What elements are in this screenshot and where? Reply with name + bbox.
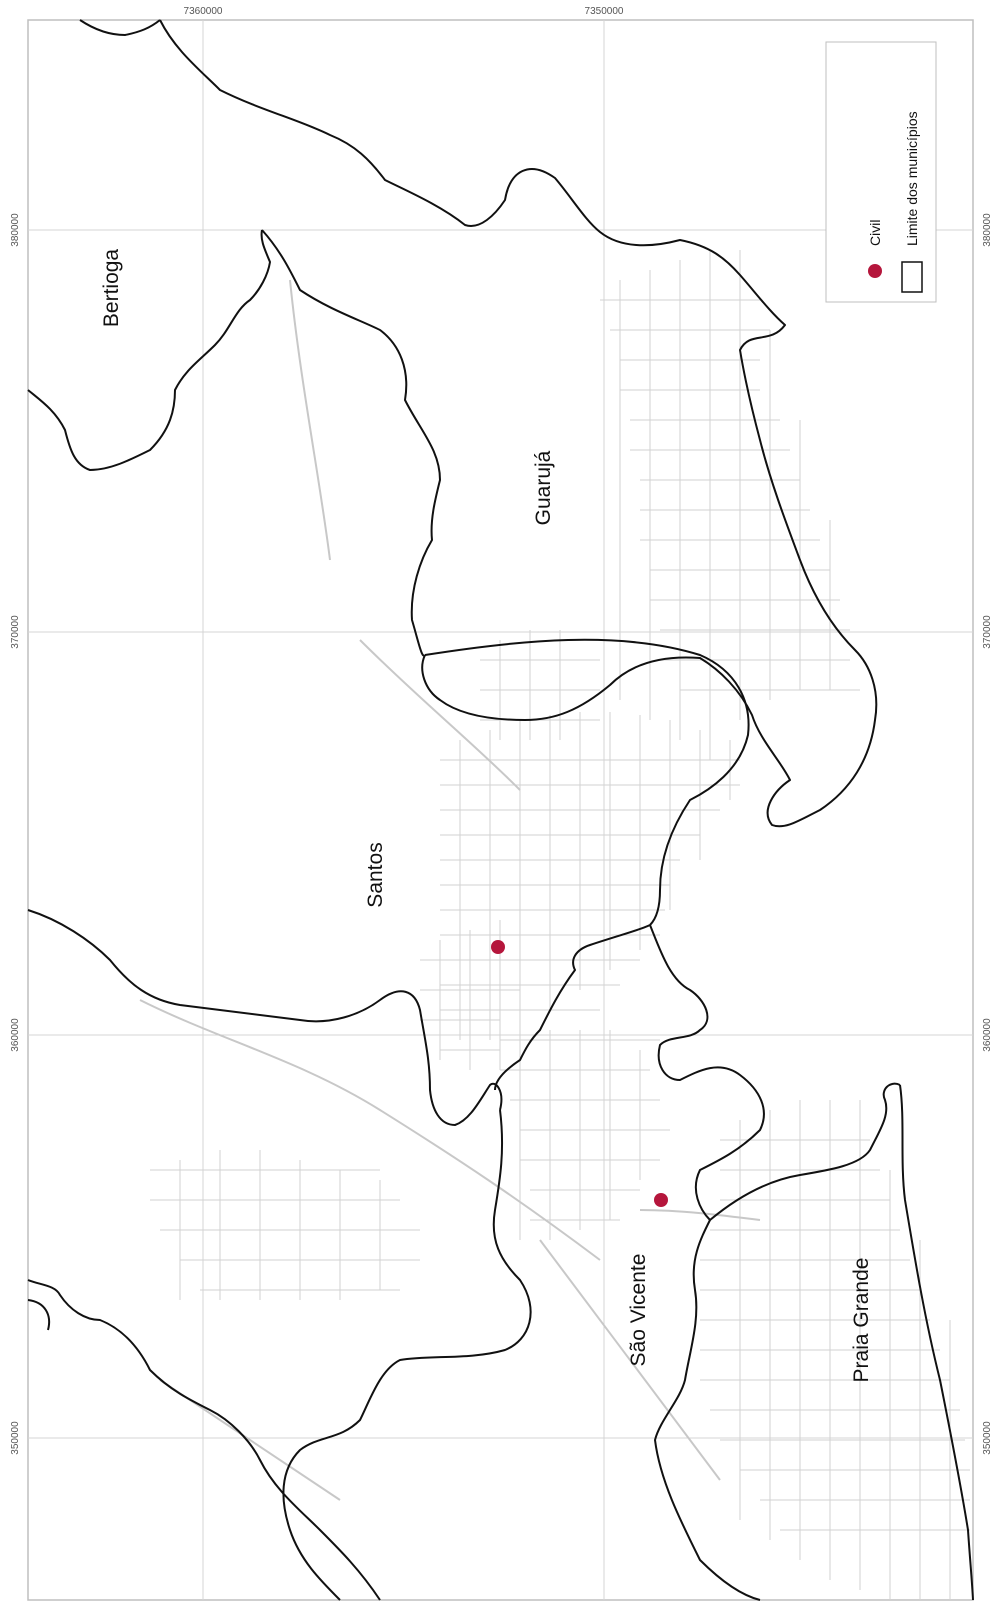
coordinate-label-right: 360000 (982, 1018, 993, 1052)
boundary-sao-vicente-inner (282, 1109, 532, 1601)
coastline-sao-vicente-bay (649, 924, 765, 1601)
estuary-santos (424, 638, 750, 926)
legend-box (825, 41, 937, 303)
urban-area-sao-vicente (500, 1030, 670, 1240)
urban-area-cubatao (150, 1150, 420, 1300)
legend: Civil Limite dos municípios (825, 41, 937, 303)
municipality-label-bertioga: Bertioga (100, 249, 123, 328)
boundary-santos-guaruja-north (261, 229, 441, 657)
boundary-santos-west (27, 909, 503, 1126)
left-coordinates: 380000 370000 360000 350000 (10, 213, 21, 1455)
coordinate-label-top: 7350000 (585, 6, 624, 17)
civil-marker-santos[interactable] (491, 940, 505, 954)
coordinate-label-top: 7360000 (184, 6, 223, 17)
coordinate-label-left: 370000 (10, 615, 21, 649)
municipality-label-guaruja: Guarujá (532, 450, 555, 525)
municipal-boundaries (27, 19, 974, 1601)
legend-boundary-label: Limite dos municípios (904, 111, 920, 246)
coastline-guaruja (159, 19, 878, 828)
legend-civil-symbol (868, 264, 882, 278)
top-coordinates: 7360000 7350000 (184, 6, 624, 17)
coordinate-label-right: 370000 (982, 615, 993, 649)
boundary-bertioga (27, 229, 271, 471)
boundary-praia-grande (709, 1082, 901, 1221)
coastline-praia-grande (899, 1084, 974, 1601)
municipality-label-santos: Santos (364, 842, 387, 907)
right-coordinates: 380000 370000 360000 350000 (982, 213, 993, 1455)
municipality-label-sao-vicente: São Vicente (627, 1254, 650, 1367)
coordinate-label-left: 350000 (10, 1421, 21, 1455)
coordinate-label-left: 360000 (10, 1018, 21, 1052)
legend-civil-label: Civil (867, 220, 883, 246)
civil-markers (491, 940, 668, 1207)
legend-boundary-symbol (901, 261, 923, 293)
municipality-labels: Bertioga Guarujá Santos São Vicente Prai… (100, 249, 873, 1383)
coordinate-label-left: 380000 (10, 213, 21, 247)
municipality-label-praia-grande: Praia Grande (850, 1258, 873, 1383)
urban-area-praia-grande (700, 1100, 970, 1600)
coordinate-label-right: 380000 (982, 213, 993, 247)
street-network (139, 250, 970, 1600)
coastline-west-inlet (27, 1299, 50, 1331)
boundary-bertioga-north (79, 19, 161, 36)
coastline-west-bay (27, 1279, 381, 1601)
boundary-santos-sao-vicente (494, 924, 651, 1091)
civil-marker-sao-vicente[interactable] (654, 1193, 668, 1207)
coordinate-label-right: 350000 (982, 1421, 993, 1455)
